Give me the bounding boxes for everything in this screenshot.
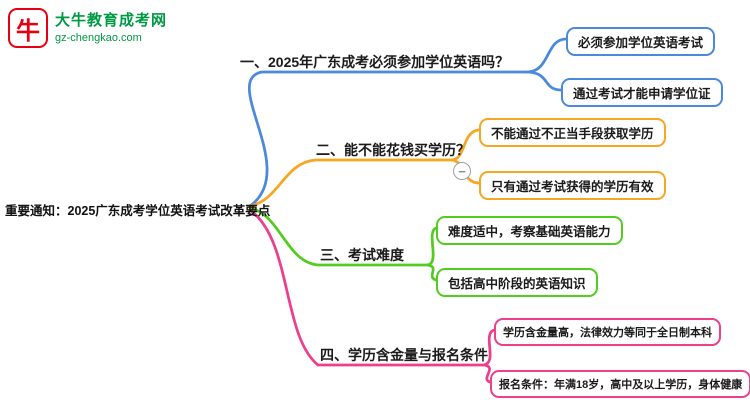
leaf-node: 只有通过考试获得的学历有效 [479,171,666,200]
connector-branch2-stem [248,158,454,208]
connector-branch4-child1 [482,328,496,367]
connector-branch4-child2 [482,363,492,384]
branch-3-label: 三、考试难度 [320,247,404,263]
branch-2-label: 二、能不能花钱买学历？ [316,142,470,158]
site-url: gz-chengkao.com [55,32,142,44]
connector-branch3-stem [248,206,430,267]
connector-branch3-child2 [426,263,438,282]
branch-1-label: 一、2025年广东成考必须参加学位英语吗？ [240,54,510,70]
root-topic: 重要通知：2025广东成考学位英语考试改革要点 [5,204,271,218]
leaf-node: 包括高中阶段的英语知识 [436,268,598,297]
connector-branch3-child1 [426,226,438,267]
connector-branch1-stem [248,70,530,208]
bull-icon-glyph: 牛 [16,17,40,45]
collapse-toggle-icon[interactable]: − [453,162,471,180]
site-name: 大牛教育成考网 [55,12,168,29]
leaf-node: 必须参加学位英语考试 [566,27,716,56]
leaf-node: 报名条件：年满18岁，高中及以上学历，身体健康 [490,370,750,398]
leaf-node: 不能通过不正当手段获取学历 [479,118,666,147]
branch-4-label: 四、学历含金量与报名条件 [320,347,488,363]
site-logo: 牛 大牛教育成考网 gz-chengkao.com [8,8,167,48]
connector-branch2-child1 [450,128,481,162]
connector-branch1-child1 [526,37,568,74]
connector-branch4-stem [248,208,486,367]
leaf-node: 学历含金量高，法律效力等同于全日制本科 [494,318,721,346]
leaf-node: 难度适中，考察基础英语能力 [436,216,623,245]
leaf-node: 通过考试才能申请学位证 [561,78,723,107]
bull-icon: 牛 [8,8,48,48]
site-logo-text: 大牛教育成考网 gz-chengkao.com [55,12,167,44]
connector-branch1-child2 [526,70,563,92]
